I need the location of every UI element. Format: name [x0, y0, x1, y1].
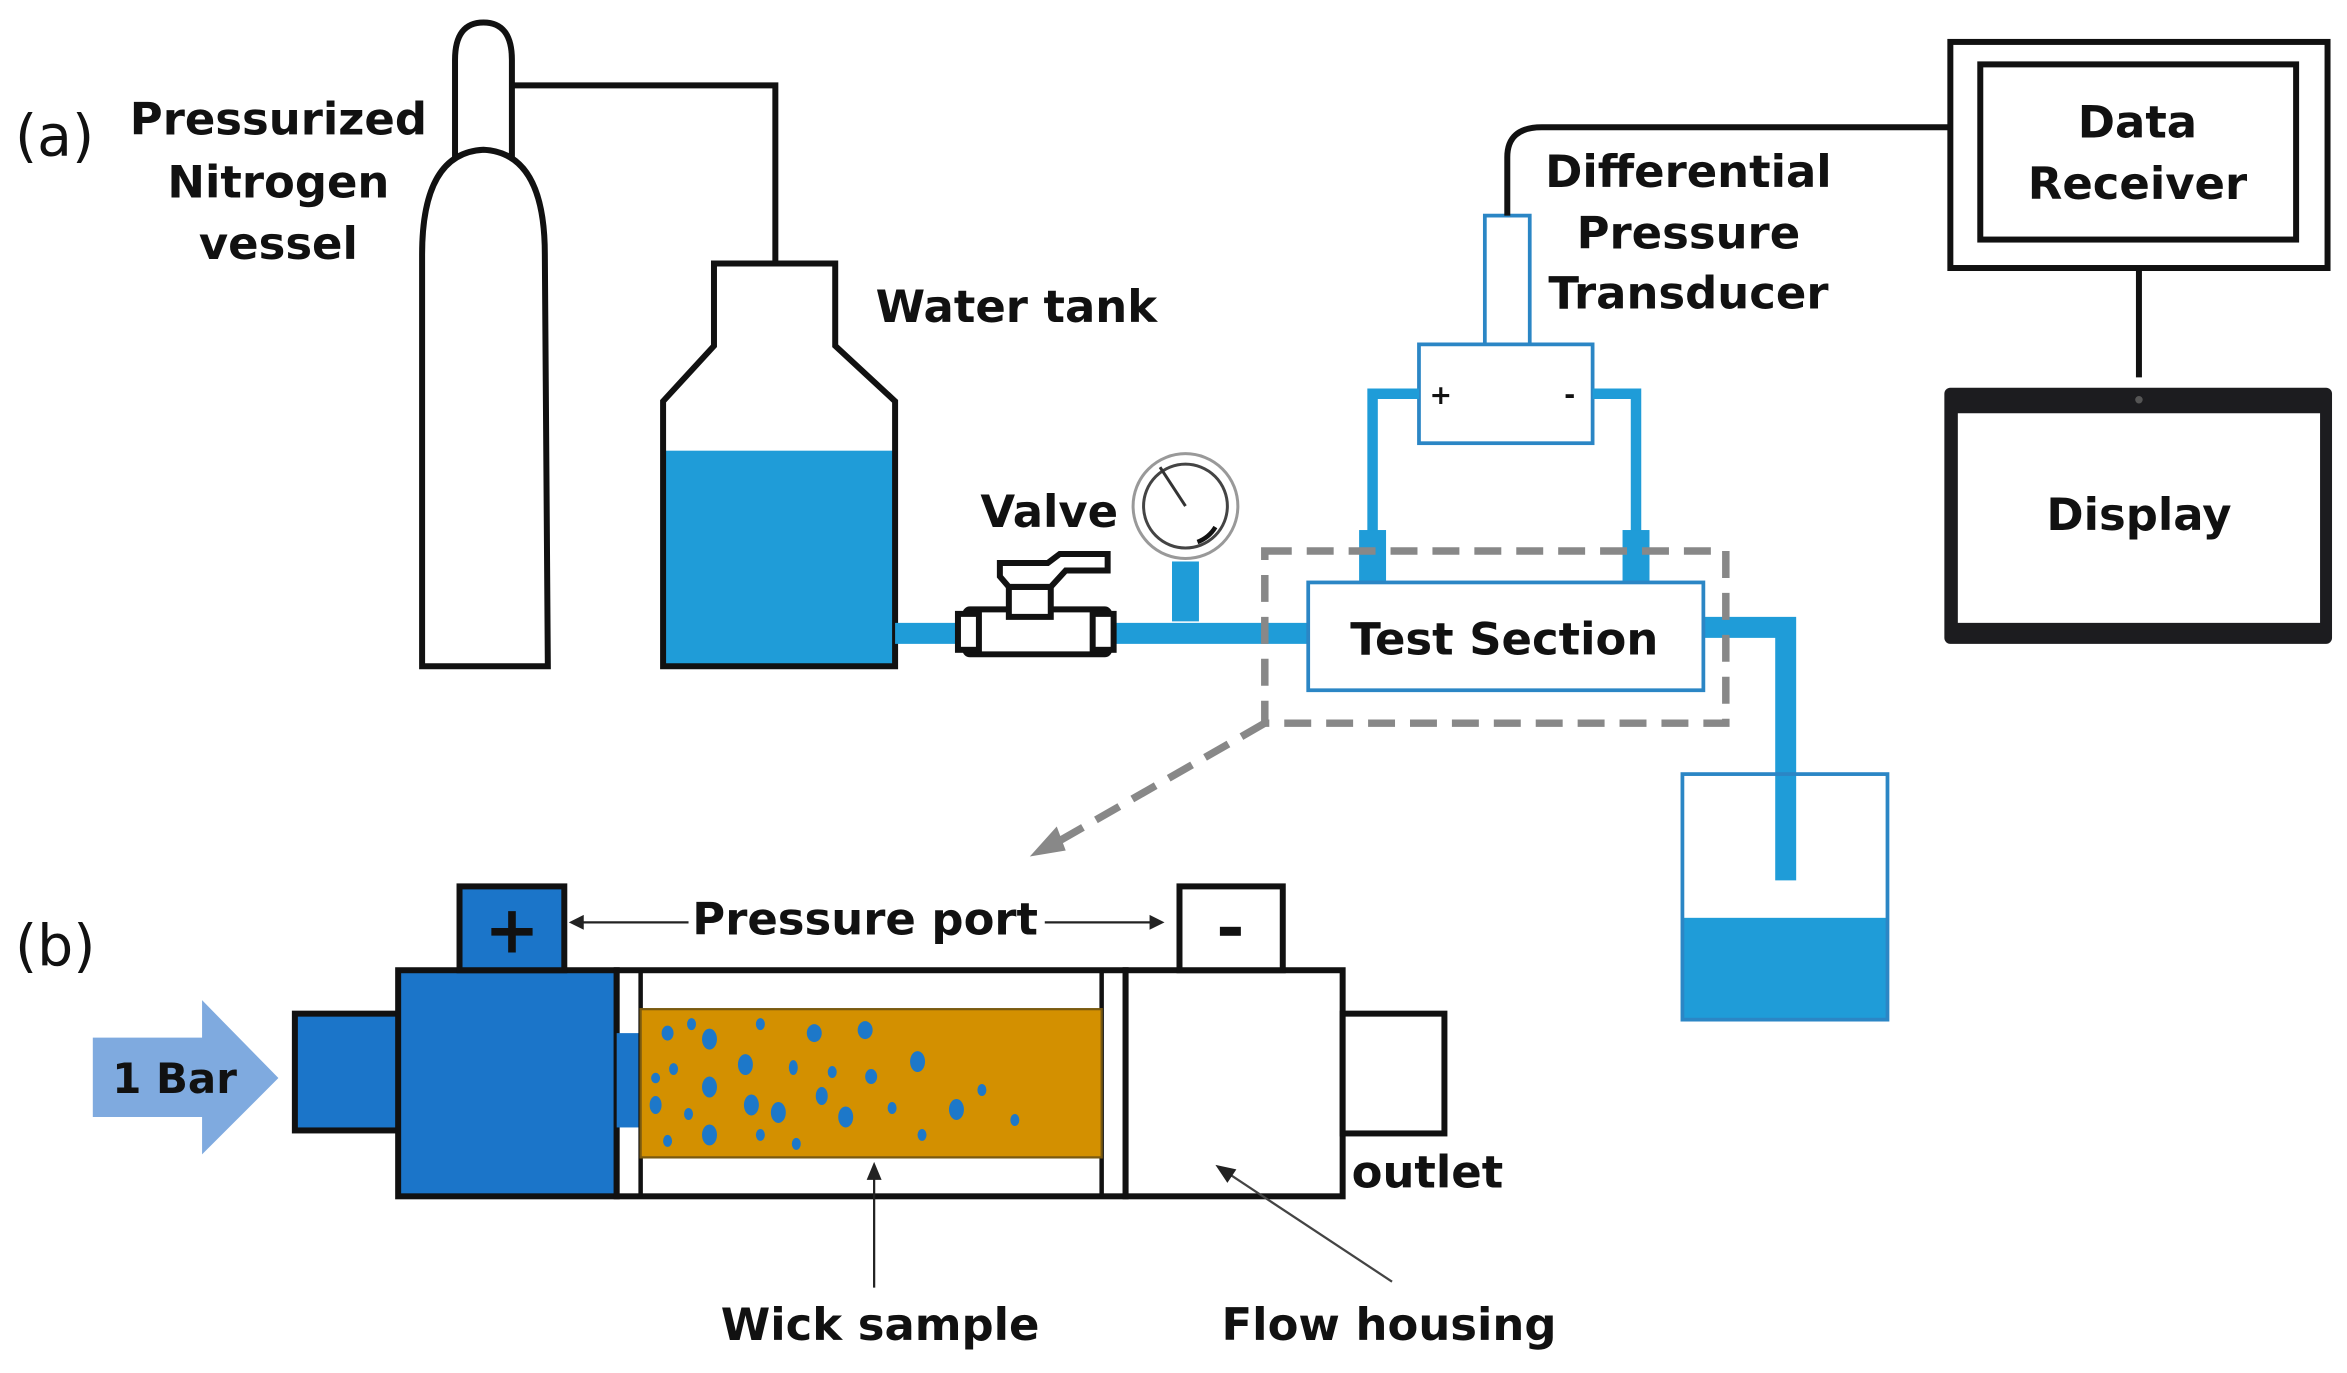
- nitrogen-vessel-label: Pressurized Nitrogen vessel: [130, 93, 427, 270]
- wick-sample-label: Wick sample: [721, 1298, 1040, 1351]
- pore: [651, 1072, 661, 1084]
- signal-cable: [1504, 124, 1949, 216]
- water-tank-label: Water tank: [876, 280, 1159, 333]
- pore: [687, 1018, 697, 1031]
- pore: [977, 1084, 987, 1097]
- flow-housing-body: [1122, 967, 1346, 1200]
- svg-text:Differential: Differential: [1545, 145, 1832, 198]
- pore: [791, 1137, 801, 1150]
- flow-housing-label: Flow housing: [1222, 1298, 1557, 1351]
- pore: [815, 1087, 828, 1105]
- pore: [661, 1025, 674, 1041]
- wick-callout-arrowhead-icon: [866, 1161, 882, 1180]
- pore: [669, 1063, 679, 1076]
- valve-icon: [954, 550, 1117, 658]
- svg-text:Pressure: Pressure: [1577, 207, 1801, 260]
- test-section-box: [1306, 580, 1706, 693]
- pore: [649, 1096, 662, 1114]
- test-section-highlight: [1261, 547, 1730, 727]
- minus-port-fitting: [1622, 530, 1650, 584]
- transducer-label: Differential Pressure Transducer: [1545, 145, 1832, 319]
- pore: [857, 1021, 873, 1040]
- nitrogen-cylinder-icon: [419, 19, 551, 670]
- test-section-label: Test Section: [1350, 612, 1658, 665]
- pore: [806, 1024, 822, 1043]
- pore: [948, 1098, 964, 1120]
- pore: [865, 1069, 878, 1085]
- pore: [743, 1094, 759, 1116]
- pore: [684, 1107, 694, 1120]
- valve-label: Valve: [980, 485, 1118, 538]
- pore: [755, 1018, 765, 1031]
- panel-a-label: (a): [15, 104, 94, 170]
- flow-housing-callout-line: [1223, 1169, 1393, 1283]
- inlet-flow-channel: [616, 1033, 641, 1128]
- pore: [917, 1128, 927, 1141]
- pressure-gauge-icon: [1131, 452, 1240, 622]
- transducer-plus-sign: +: [1429, 380, 1452, 411]
- svg-text:Pressurized: Pressurized: [130, 93, 427, 146]
- plus-pressure-port: [456, 883, 568, 974]
- zoom-leader-line: [1045, 719, 1267, 851]
- wick-pores: [649, 1018, 1020, 1150]
- pore: [737, 1054, 753, 1076]
- inlet-pressure-arrow-icon: [92, 1000, 279, 1155]
- gas-line: [511, 82, 779, 264]
- panel-b-label: (b): [15, 914, 95, 980]
- arrowhead-right-icon: [1149, 914, 1165, 930]
- inlet-pressure-label: 1 Bar: [112, 1054, 237, 1103]
- plus-port-sign: +: [484, 891, 539, 968]
- inlet-housing: [395, 967, 620, 1200]
- water-tank-icon: [660, 260, 899, 670]
- arrowhead-left-icon: [568, 914, 584, 930]
- minus-pressure-line: [1592, 388, 1642, 540]
- pore: [827, 1066, 837, 1079]
- pore: [838, 1106, 854, 1128]
- pore: [910, 1051, 926, 1073]
- flow-housing-callout-arrowhead-icon: [1215, 1164, 1237, 1183]
- data-receiver-label: Data Receiver: [2028, 96, 2248, 210]
- inlet-nozzle: [291, 1010, 403, 1134]
- transducer-icon: [1417, 213, 1595, 446]
- pore: [702, 1076, 717, 1098]
- pore: [702, 1028, 717, 1050]
- plus-pressure-line: [1367, 388, 1419, 540]
- svg-text:Receiver: Receiver: [2028, 157, 2248, 210]
- outlet-nozzle: [1339, 1010, 1448, 1137]
- minus-port-sign-icon: [1219, 926, 1241, 936]
- svg-text:Nitrogen: Nitrogen: [167, 156, 389, 209]
- pore: [887, 1101, 897, 1114]
- pore: [788, 1060, 798, 1076]
- pore: [1010, 1113, 1020, 1126]
- pore: [770, 1101, 786, 1123]
- outlet-label: outlet: [1352, 1145, 1504, 1198]
- svg-text:Data: Data: [2078, 96, 2197, 149]
- collection-beaker-icon: [1680, 772, 1890, 1022]
- pore: [755, 1128, 765, 1141]
- transducer-minus-sign: -: [1564, 380, 1575, 411]
- svg-text:vessel: vessel: [199, 217, 358, 270]
- svg-text:Transducer: Transducer: [1548, 266, 1829, 319]
- outlet-pipe: [1703, 616, 1797, 881]
- pore: [702, 1124, 717, 1146]
- pressure-port-label: Pressure port: [692, 892, 1038, 945]
- display-monitor-icon: [1944, 387, 2333, 644]
- pore: [663, 1134, 673, 1147]
- plus-port-fitting: [1359, 530, 1387, 584]
- display-label: Display: [2046, 488, 2231, 541]
- data-receiver-icon: [1947, 38, 2331, 272]
- zoom-arrowhead-icon: [1029, 826, 1066, 857]
